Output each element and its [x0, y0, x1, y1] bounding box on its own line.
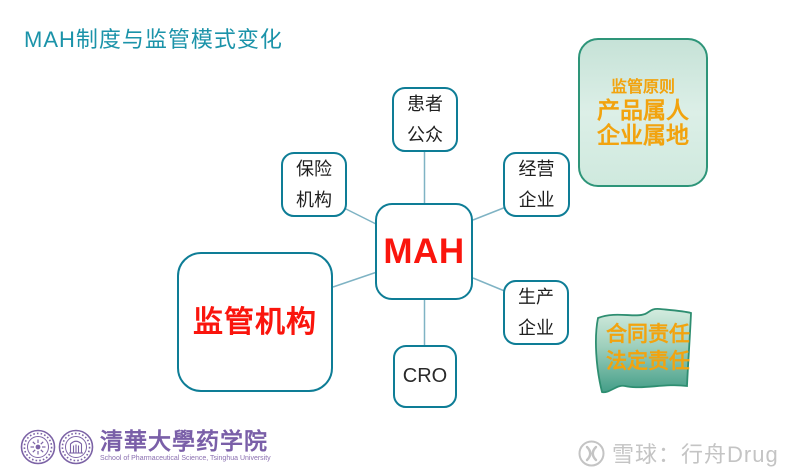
- school-name: 清華大學药学院 School of Pharmaceutical Science…: [100, 429, 271, 463]
- callout-line: 企业属地: [597, 122, 689, 148]
- node-label-line: CRO: [402, 365, 448, 387]
- node-label-line: 公众: [407, 124, 443, 145]
- node-label-line: 机构: [296, 189, 332, 210]
- node-label-line: 保险: [296, 158, 332, 179]
- node-label-line: 经营: [518, 158, 555, 179]
- tsinghua-seal-icon: [20, 429, 56, 465]
- node-label-line: MAH: [383, 232, 465, 271]
- watermark-text: 雪球：行舟Drug: [612, 442, 779, 467]
- watermark: 雪球：行舟Drug: [578, 437, 779, 469]
- school-name-chinese: 清華大學药学院: [100, 429, 268, 454]
- connector-mah-distribution: [472, 206, 507, 221]
- callout-liability-shape: [595, 307, 692, 394]
- node-distribution-enterprise: 经营 企业: [503, 152, 570, 217]
- node-label-line: 患者: [407, 93, 443, 114]
- school-logo: 清華大學药学院 School of Pharmaceutical Science…: [20, 429, 271, 465]
- slide-title: MAH制度与监管模式变化: [24, 27, 283, 52]
- pharmacy-school-seal-icon: [58, 429, 94, 465]
- node-label-line: 监管机构: [193, 305, 317, 339]
- school-name-english: School of Pharmaceutical Science, Tsingh…: [100, 455, 271, 462]
- callout-line: 法定责任: [606, 350, 690, 373]
- connector-mah-regulator: [332, 271, 378, 288]
- node-manufacturing-enterprise: 生产 企业: [503, 280, 569, 345]
- callout-line: 合同责任: [606, 323, 690, 346]
- node-label-line: 生产: [518, 286, 554, 307]
- node-label-line: 企业: [518, 189, 555, 210]
- node-cro: CRO: [393, 345, 457, 408]
- connector-mah-insurance: [343, 207, 381, 227]
- callout-liability-text: 合同责任 法定责任: [594, 321, 702, 375]
- node-mah-center: MAH: [375, 203, 473, 300]
- callout-regulation-principle: 监管原则 产品属人 企业属地: [578, 38, 708, 187]
- node-label-line: 企业: [518, 317, 554, 338]
- node-insurance-agency: 保险 机构: [281, 152, 347, 217]
- callout-line: 产品属人: [597, 97, 689, 123]
- liability-wave-shape: [595, 307, 692, 394]
- connector-mah-manufacturing: [472, 277, 508, 293]
- node-regulatory-agency: 监管机构: [177, 252, 333, 392]
- node-patients-public: 患者 公众: [392, 87, 458, 152]
- callout-line: 监管原则: [610, 79, 675, 96]
- xueqiu-logo-icon: [578, 440, 605, 466]
